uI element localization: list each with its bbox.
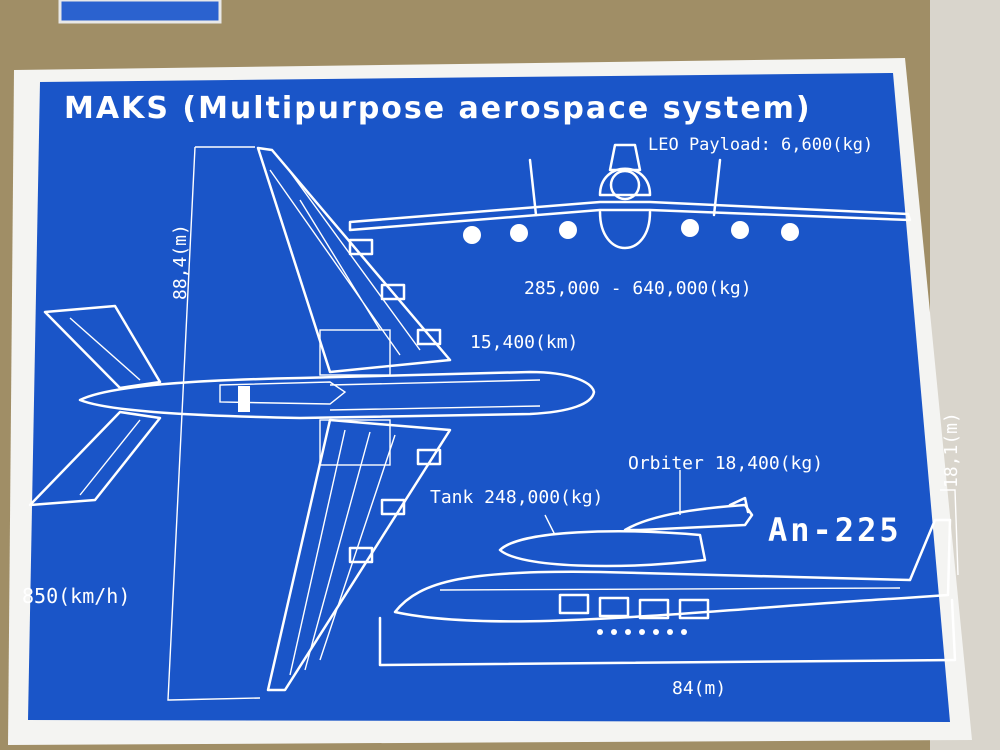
engines-upper <box>348 238 442 346</box>
side-view-aircraft <box>378 470 959 667</box>
leo-payload-label: LEO Payload: 6,600(kg) <box>648 135 873 155</box>
range-label: 15,400(km) <box>470 332 578 353</box>
orbiter-label: Orbiter 18,400(kg) <box>628 453 823 474</box>
height-label: 18,1(m) <box>941 412 962 488</box>
landing-gear-dots <box>597 629 687 635</box>
speed-label: 850(km/h) <box>22 584 130 608</box>
front-view-engines <box>463 219 799 244</box>
blueprint-field <box>28 73 950 722</box>
top-view-aircraft <box>28 146 596 701</box>
top-left-tag <box>58 0 222 24</box>
poster-title: MAKS (Multipurpose aerospace system) <box>64 91 812 126</box>
length-label: 84(m) <box>672 678 726 699</box>
front-view-aircraft <box>348 143 912 250</box>
wingspan-label: 88,4(m) <box>170 224 191 300</box>
tank-label: Tank 248,000(kg) <box>430 487 603 508</box>
mass-range-label: 285,000 - 640,000(kg) <box>524 278 752 299</box>
engines-lower <box>348 448 442 564</box>
carrier-label: An-225 <box>768 511 902 549</box>
